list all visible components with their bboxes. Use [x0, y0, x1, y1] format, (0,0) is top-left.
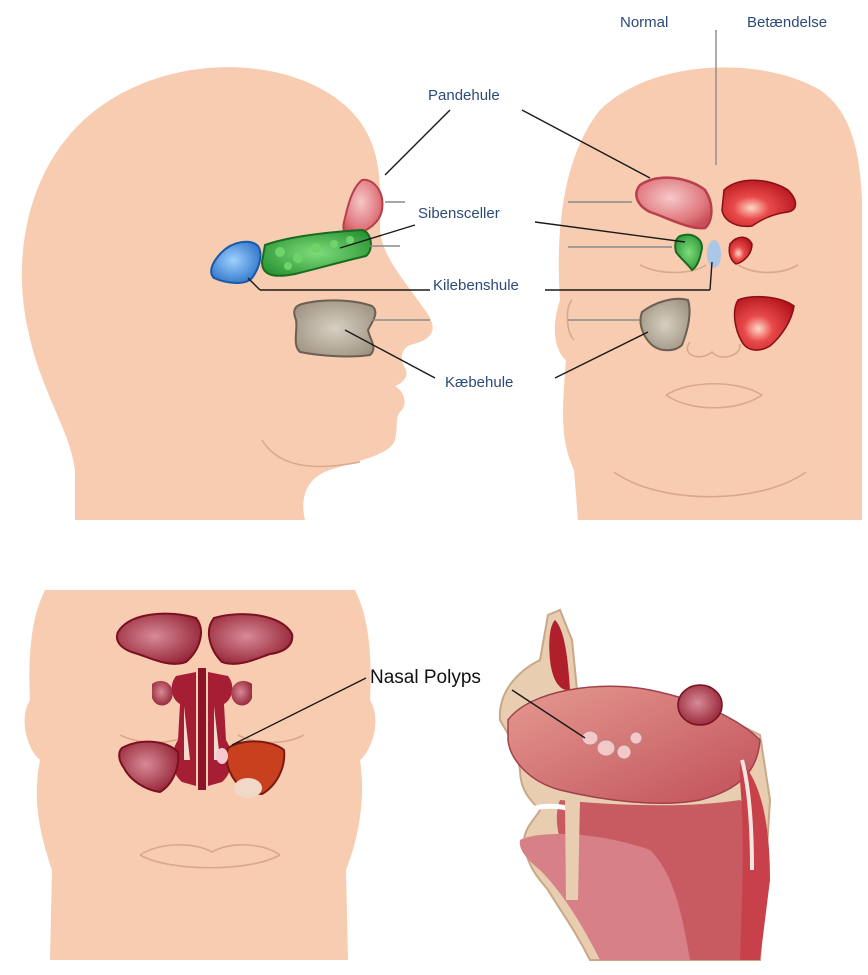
label-frontal-sinus: Pandehule: [428, 87, 500, 104]
profile-head: [22, 67, 433, 520]
label-maxillary-sinus: Kæbehule: [445, 374, 513, 391]
label-nasal-polyps: Nasal Polyps: [370, 667, 481, 688]
label-ethmoid-cells: Sibensceller: [418, 205, 500, 222]
label-normal: Normal: [620, 14, 668, 31]
maxillary-sinus-profile: [294, 300, 375, 356]
label-inflamed: Betændelse: [747, 14, 827, 31]
sphenoid-sinus-front: [707, 240, 721, 268]
polyp-in-nose: [216, 748, 228, 764]
polyp-bottom-left: [234, 778, 262, 798]
sphenoid-sinus-sagittal: [678, 685, 722, 725]
sagittal-section: [500, 610, 770, 960]
frontal-face: [555, 67, 862, 520]
label-sphenoid-sinus: Kilebenshule: [433, 277, 519, 294]
